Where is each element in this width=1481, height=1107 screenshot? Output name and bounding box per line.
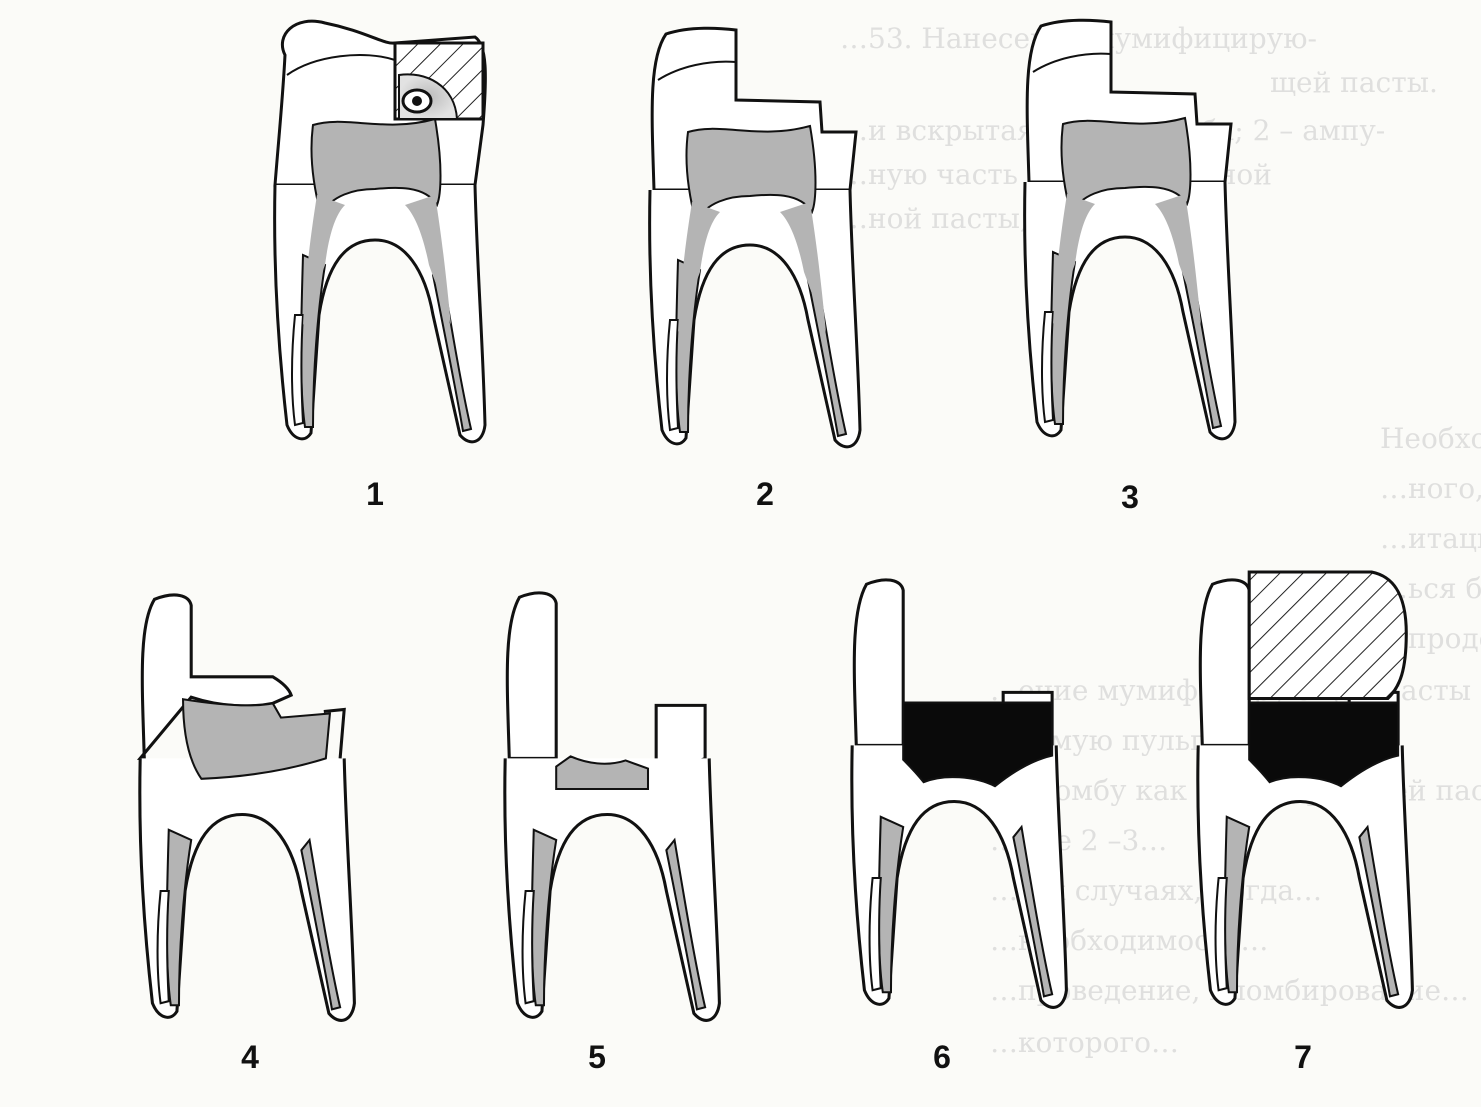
mummifying-paste (902, 701, 1054, 788)
tooth-panel-3 (1023, 18, 1237, 441)
enamel-line (286, 54, 396, 76)
tooth-root-outline (1196, 745, 1414, 1009)
root-canal-left (165, 828, 193, 1007)
background-text-line: …которого… (990, 1026, 1179, 1059)
tooth-panel-7 (1196, 570, 1414, 1009)
root-canal-left (530, 828, 558, 1007)
root-canal-inner (666, 319, 680, 432)
tooth-root-outline (138, 758, 356, 1022)
tooth-wall-left (1198, 578, 1251, 747)
root-canal-inner (291, 314, 305, 427)
root-canal-right (300, 837, 342, 1011)
background-text-line: …итации сдерживающей пасты мо- (1380, 522, 1481, 555)
pellet-center (412, 96, 422, 106)
root-canal-right (1358, 824, 1400, 998)
mummifying-paste (1248, 701, 1400, 788)
tooth-root-outline (503, 758, 721, 1022)
background-text-line: Необходимо предупредить (1380, 422, 1481, 455)
root-canal-inner (521, 889, 535, 1005)
tooth-panel-5 (503, 591, 721, 1022)
panel-number-label: 2 (756, 476, 774, 512)
root-canal-left (877, 815, 905, 994)
root-canal-right (665, 837, 707, 1011)
tooth-panel-2 (648, 26, 862, 449)
root-canal-right (1181, 259, 1223, 430)
exposed-pulp (182, 698, 332, 780)
background-text-line: щей пасты. (1270, 66, 1438, 99)
root-canal-inner (1214, 876, 1228, 992)
panel-number-label: 3 (1121, 479, 1139, 515)
root-canal-inner (1041, 311, 1055, 424)
pulp-horn-left (678, 202, 720, 332)
wall-fragment (323, 707, 346, 759)
root-canal-inner (156, 889, 170, 1005)
tooth-panel-1 (273, 19, 487, 444)
enamel-line (657, 60, 737, 81)
pulp-horn-right (1155, 194, 1201, 324)
pulp-horn-right (780, 202, 826, 332)
panel-number-label: 6 (933, 1039, 951, 1075)
tooth-panel-4 (136, 593, 356, 1022)
tooth-wall-left (852, 578, 905, 747)
tooth-root-outline (850, 745, 1068, 1009)
root-canal-inner (868, 876, 882, 992)
tooth-wall-left (505, 591, 558, 760)
pulp-horn-right (405, 195, 451, 325)
tooth-panel-6 (850, 578, 1068, 1009)
root-canal-right (431, 262, 473, 433)
root-canal-right (1012, 824, 1054, 998)
panel-number-label: 5 (588, 1039, 606, 1075)
panel-number-label: 1 (366, 476, 384, 512)
background-text-line: …ного, что после наложения (1380, 472, 1481, 505)
root-canal-right (806, 267, 848, 438)
root-pulp-stumps (555, 755, 650, 791)
panel-number-label: 4 (241, 1039, 259, 1075)
pulp-horn-left (303, 195, 345, 325)
enamel-line (1032, 52, 1112, 73)
pulp-horn-left (1053, 194, 1095, 324)
panel-number-label: 7 (1294, 1039, 1312, 1075)
permanent-filling (1247, 570, 1408, 701)
